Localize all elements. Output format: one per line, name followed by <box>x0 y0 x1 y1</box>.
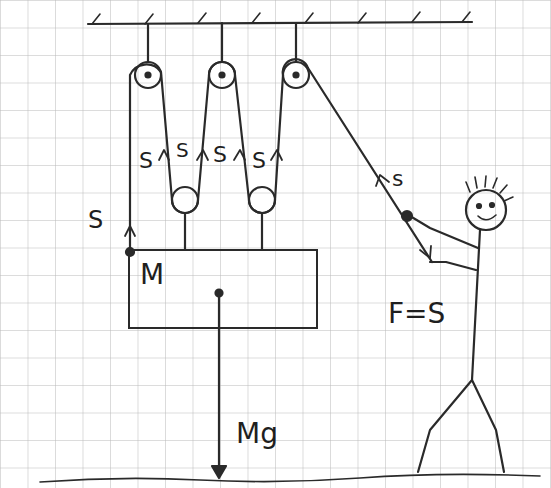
tension-label: s <box>392 168 403 190</box>
ceiling-hatch <box>92 12 470 24</box>
rope <box>130 59 432 262</box>
weight-arrow <box>218 293 220 468</box>
mass-label: M <box>140 261 306 289</box>
tension-arrow <box>271 150 282 160</box>
person-body <box>472 230 480 380</box>
person-head <box>466 190 506 230</box>
mass-block: M <box>128 249 318 329</box>
tension-label: S <box>139 150 153 172</box>
force-label: F=S <box>388 300 445 328</box>
tension-arrow <box>197 150 208 160</box>
person-arm <box>410 216 478 270</box>
pulley-rod <box>185 213 262 250</box>
tension-label: S <box>176 140 189 160</box>
tension-label: S <box>252 150 266 172</box>
tension-label: S <box>213 144 227 166</box>
tension-arrow <box>159 150 169 160</box>
weight-label: Mg <box>236 420 278 448</box>
ground <box>40 474 540 482</box>
pulley-hanger <box>148 23 296 62</box>
tension-arrow <box>125 226 135 242</box>
tension-label: S <box>88 208 103 232</box>
person-leg <box>418 380 504 472</box>
tension-arrow <box>234 150 245 160</box>
tension-arrow <box>376 175 389 186</box>
pull-arrow <box>420 246 431 258</box>
fixed-pulley <box>283 62 309 88</box>
arrowhead <box>212 466 226 478</box>
person-hair <box>466 176 513 201</box>
